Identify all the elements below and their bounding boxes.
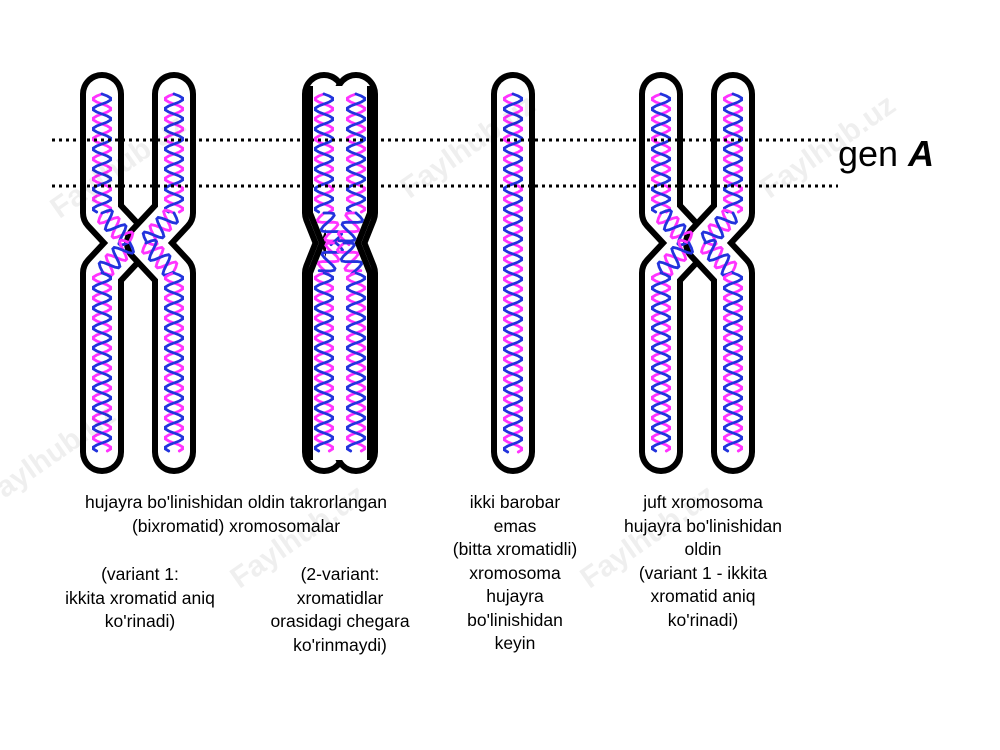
caption-line: (variant 1 - ikkita: [638, 562, 768, 583]
dna-strand: [314, 271, 334, 453]
caption-line: xromatid aniq: [650, 586, 756, 606]
dna-strand: [339, 241, 364, 277]
dna-strand: [337, 211, 365, 243]
chromosome-pair: [639, 72, 755, 474]
caption-line: ikki barobar: [469, 492, 561, 512]
dna-strand: [336, 211, 361, 247]
caption-line: keyin: [494, 633, 536, 653]
dna-strand: [97, 241, 136, 274]
gene-label-prefix: gen: [838, 133, 899, 174]
caption-line: oldin: [684, 539, 722, 559]
dna-strand: [656, 241, 695, 274]
dna-strand: [141, 211, 180, 244]
caption-pair: juft xromosoma hujayra bo'linishidan old…: [603, 491, 803, 632]
chromosome-single: [491, 72, 535, 474]
caption-line: xromosoma: [469, 562, 561, 583]
dna-strand: [651, 271, 671, 453]
dna-strand: [316, 241, 341, 277]
gene-label: gen A: [838, 132, 934, 176]
dna-strand: [164, 92, 184, 214]
caption-line: hujayra bo'linishidan oldin takrorlangan: [84, 492, 387, 512]
caption-line: ikkita xromatid aniq: [65, 587, 215, 608]
caption-line: (bitta xromatidli): [452, 539, 578, 559]
caption-line: hujayra: [486, 586, 544, 606]
dna-strand: [92, 92, 112, 214]
dna-strand: [651, 92, 671, 214]
dna-strand: [346, 92, 366, 214]
gene-label-name: A: [908, 133, 935, 174]
dna-strand: [723, 271, 743, 453]
caption-line: hujayra bo'linishidan: [623, 515, 783, 536]
caption-line: ko'rinadi): [667, 609, 739, 630]
caption-line: ko'rinadi): [104, 611, 176, 631]
chromosome-edge: [354, 86, 373, 460]
dna-strand: [144, 238, 175, 277]
caption-line: (bixromatid) xromosomalar: [131, 515, 341, 536]
caption-line: emas: [493, 515, 537, 536]
caption-line: (variant 1:: [101, 564, 179, 584]
dna-strand: [92, 271, 112, 453]
caption-line: bo'linishidan: [467, 609, 563, 630]
dna-strand: [335, 241, 363, 273]
dna-strand: [703, 238, 734, 277]
dna-strand: [314, 92, 334, 214]
caption-line: (2-variant:: [300, 564, 380, 584]
caption-variant2: (2-variant: xromatidlar orasidagi chegar…: [240, 563, 440, 657]
dna-strand: [503, 92, 523, 454]
caption-line: juft xromosoma: [643, 492, 763, 512]
chromosome-variant2: [302, 72, 378, 474]
caption-line: xromatidlar: [296, 587, 384, 608]
caption-line: orasidagi chegara: [270, 611, 410, 631]
dna-strand: [346, 271, 366, 453]
chromosome-variant1: [80, 72, 196, 474]
caption-line: ko'rinmaydi): [293, 634, 387, 655]
dna-strand: [164, 271, 184, 453]
caption-replicated-heading: hujayra bo'linishidan oldin takrorlangan…: [60, 491, 412, 538]
dna-strand: [700, 211, 739, 244]
caption-single: ikki barobar emas (bitta xromatidli) xro…: [415, 491, 615, 656]
dna-strand: [315, 211, 343, 243]
caption-variant1: (variant 1: ikkita xromatid aniq ko'rina…: [40, 563, 240, 634]
dna-strand: [723, 92, 743, 214]
chromosome-edge: [307, 86, 326, 460]
